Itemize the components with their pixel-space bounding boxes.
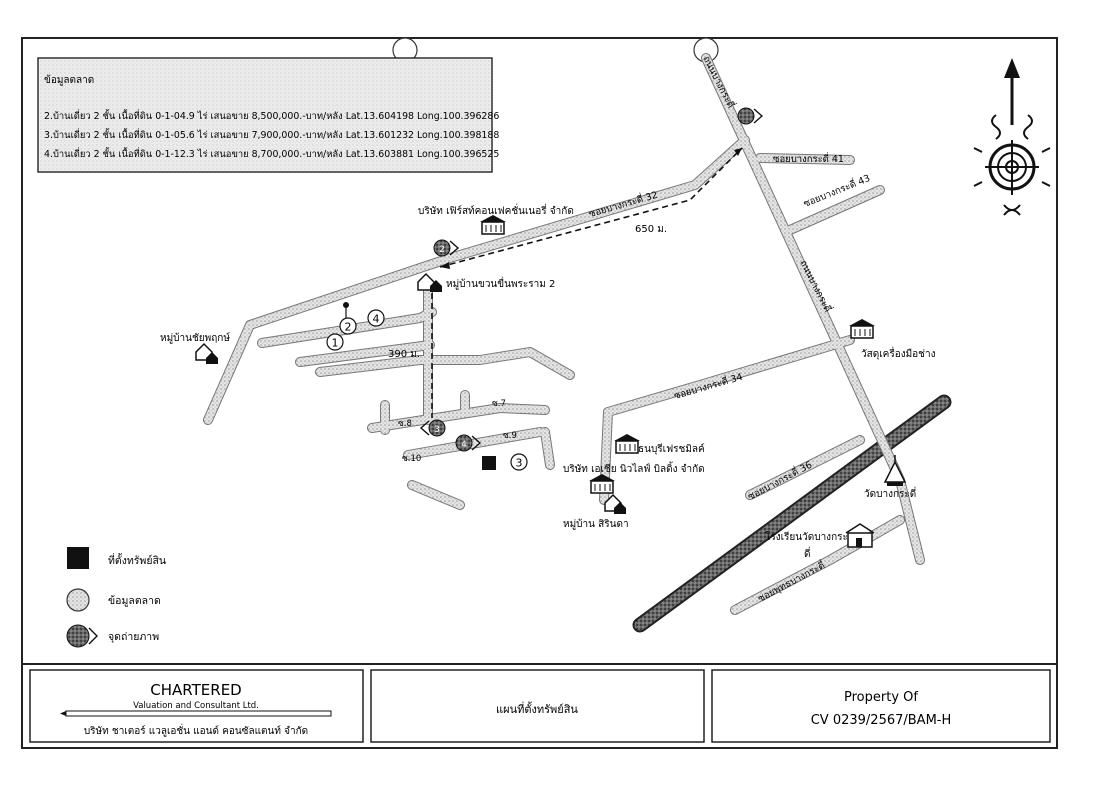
legend-property-swatch <box>67 547 89 569</box>
photo-point-icon <box>737 107 764 125</box>
legend-property-label: ที่ตั้งทรัพย์สิน <box>108 553 166 567</box>
building-icon <box>849 319 875 339</box>
svg-text:4: 4 <box>461 440 467 450</box>
place-label-school-line2: ดี่ <box>804 546 811 560</box>
svg-text:3: 3 <box>434 425 440 435</box>
village-icon <box>417 272 442 292</box>
title-block <box>21 663 1058 749</box>
lane-label-7: ซ.7 <box>492 399 506 409</box>
market-data-row: 4.บ้านเดี่ยว 2 ชั้น เนื้อที่ดิน 0-1-12.3… <box>44 147 499 160</box>
company-box <box>29 669 364 743</box>
legend-photo-icon <box>66 624 98 648</box>
photo-point-icon: 4 <box>455 434 482 452</box>
road-network <box>203 53 925 615</box>
place-label-village-sirinda: หมู่บ้าน สิรินดา <box>563 518 629 530</box>
svg-text:3: 3 <box>516 457 523 470</box>
market-marker: 1 <box>326 333 344 351</box>
road-label-main-top: ถนนบางกระดี่ <box>700 53 737 110</box>
svg-text:2: 2 <box>345 321 352 334</box>
route-arrowhead <box>734 148 742 156</box>
property-of-label: Property Of <box>844 690 918 705</box>
market-data-row: 2.บ้านเดี่ยว 2 ชั้น เนื้อที่ดิน 0-1-04.9… <box>44 109 499 122</box>
road-label-soi-41: ซอยบางกระดี่ 41 <box>773 152 844 165</box>
canal <box>634 396 950 631</box>
place-label-village-chaiyaphruek: หมู่บ้านชัยพฤกษ์ <box>160 332 230 344</box>
place-label-tools: วัสดุเครื่องมือช่าง <box>861 346 936 360</box>
map-title: แผนที่ตั้งทรัพย์สิน <box>496 701 578 716</box>
road-label-soi-south: ซอยพุทธบางกระดี่ <box>755 558 827 604</box>
svg-text:1: 1 <box>332 337 339 350</box>
company-name: CHARTERED <box>150 681 241 699</box>
reference-box <box>711 669 1051 743</box>
company-underline-tip <box>60 711 66 716</box>
svg-text:2: 2 <box>439 245 445 255</box>
legend-photo-label: จุดถ่ายภาพ <box>108 631 159 643</box>
distance-label-390: 390 ม. <box>388 349 420 360</box>
lane-label-10: ซ.10 <box>402 454 421 464</box>
market-data-box-texture <box>40 60 490 170</box>
market-marker: 4 <box>367 309 385 327</box>
building-icon <box>614 434 640 454</box>
map-title-box <box>370 669 705 743</box>
svg-text:4: 4 <box>373 313 380 326</box>
building-icon <box>589 474 615 494</box>
lane-label-8: ซ.8 <box>398 419 412 429</box>
property-location-marker <box>482 456 496 470</box>
lane-label-9: ซ.9 <box>503 431 517 441</box>
north-arrow-icon <box>973 58 1051 216</box>
place-label-thonburi: ธนบุรีเฟรชมิลค์ <box>638 443 705 455</box>
place-label-school: โรงเรียนวัดบางกระ <box>765 530 848 543</box>
school-icon <box>845 523 875 548</box>
company-subtitle: Valuation and Consultant Ltd. <box>133 701 259 711</box>
place-label-asia-new-life: บริษัท เอเชีย นิวไลฟ์ บิลดิ้ง จำกัด <box>563 461 705 475</box>
distance-label-650: 650 ม. <box>635 224 667 235</box>
route-arrowhead <box>440 262 450 269</box>
legend-market-icon <box>66 588 90 612</box>
photo-point-icon: 2 <box>433 239 460 257</box>
photo-point-icon: 3 <box>419 419 446 437</box>
temple-icon <box>883 455 907 486</box>
reference-code: CV 0239/2567/BAM-H <box>811 713 952 728</box>
company-underline <box>65 710 332 717</box>
company-thai-name: บริษัท ชาเตอร์ แวลูเอชั่น แอนด์ คอนซัลแต… <box>84 723 308 737</box>
place-label-wat-bangkradi: วัดบางกระดี่ <box>864 486 916 500</box>
legend-market-label: ข้อมูลตลาด <box>108 595 161 607</box>
pin-icon <box>343 302 349 318</box>
village-icon <box>195 342 218 364</box>
market-data-header: ข้อมูลตลาด <box>44 74 94 86</box>
market-marker: 3 <box>510 453 528 471</box>
market-data-row: 3.บ้านเดี่ยว 2 ชั้น เนื้อที่ดิน 0-1-05.6… <box>44 128 499 141</box>
place-label-village-khuan: หมู่บ้านขวนขื่นพระราม 2 <box>446 276 555 290</box>
place-label-first-concept: บริษัท เฟิร์สท์คอนเฟคชั่นเนอรี่ จำกัด <box>418 203 574 217</box>
route-dashed <box>431 147 743 418</box>
market-marker: 2 <box>339 317 357 335</box>
building-icon <box>480 215 506 235</box>
village-icon <box>604 493 626 514</box>
